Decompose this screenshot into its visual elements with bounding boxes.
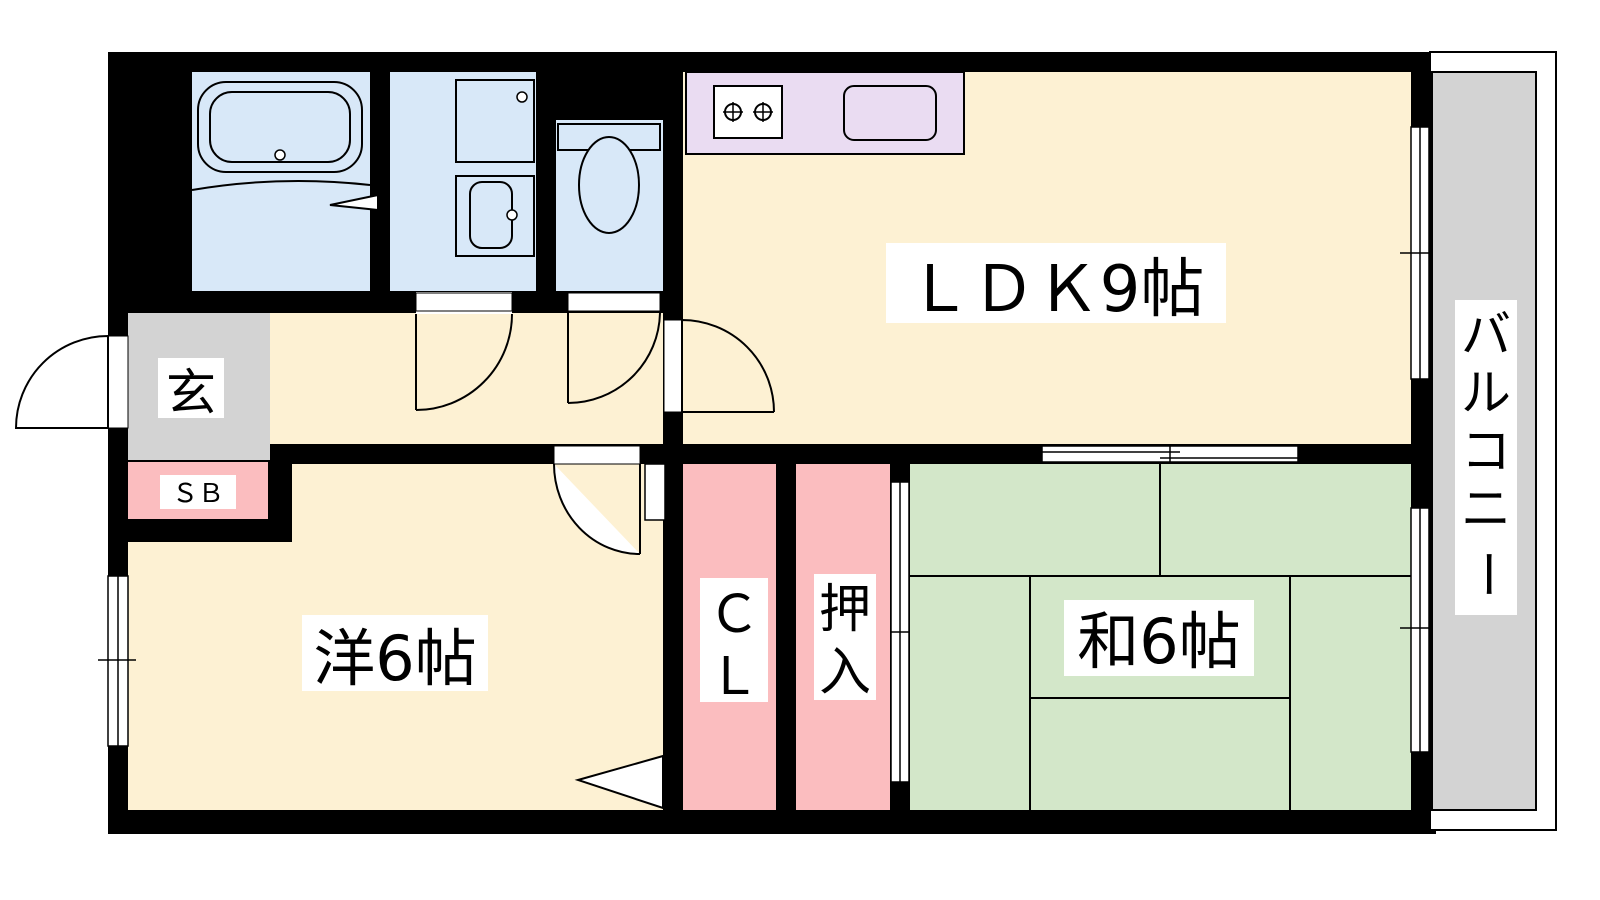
- balcony-label-4: ニ: [1461, 480, 1511, 538]
- oshiire-label-1: 押: [819, 580, 871, 640]
- bathtub-icon: [197, 81, 363, 173]
- western-door-swing: [553, 463, 641, 555]
- toilet-bowl-icon: [578, 136, 640, 234]
- closet-door-swing: [574, 754, 664, 810]
- entrance-label: 玄: [166, 364, 216, 422]
- washroom-door-swing: [415, 313, 513, 411]
- ldk-door-swing: [681, 319, 775, 413]
- balcony-label-1: バ: [1461, 306, 1511, 364]
- balcony-label-5: ー: [1458, 549, 1516, 599]
- shoe-box-label: ＳＢ: [172, 479, 224, 509]
- toilet-door-swing: [567, 312, 661, 404]
- oshiire-label-2: 入: [819, 643, 871, 703]
- closet-label-c: Ｃ: [708, 585, 760, 645]
- balcony-label-2: ル: [1461, 364, 1511, 422]
- japanese-room-label: 和6帖: [1077, 605, 1240, 678]
- sink-icon: [843, 85, 937, 141]
- tatami-mats: [910, 464, 1411, 810]
- vanity-icon: [455, 175, 535, 257]
- closet-label-l: Ｌ: [708, 647, 760, 707]
- entrance-door-swing: [14, 335, 109, 429]
- hallway-floor: [270, 313, 663, 444]
- western-room-label: 洋6帖: [313, 622, 476, 695]
- ldk-label: ＬＤＫ9帖: [908, 253, 1205, 327]
- balcony-label-3: コ: [1461, 422, 1511, 480]
